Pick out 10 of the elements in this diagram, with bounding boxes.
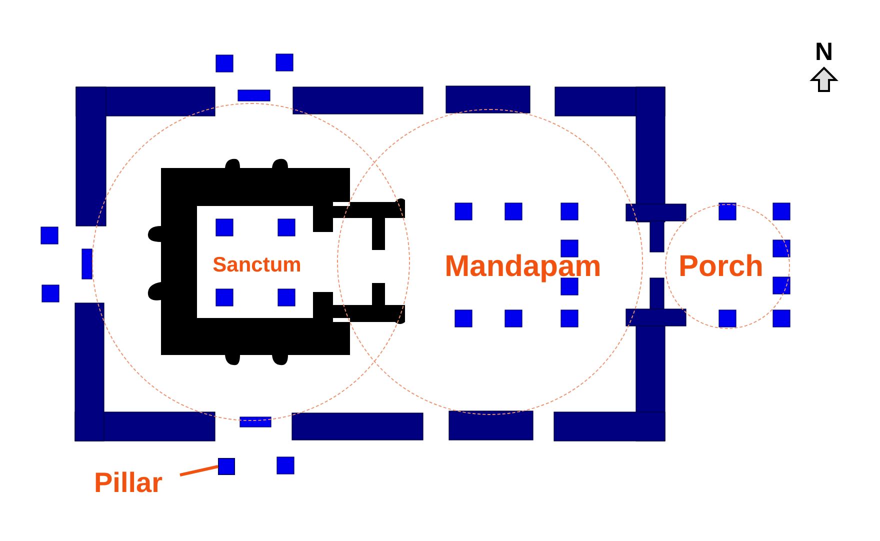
- zone-circle: [337, 109, 643, 415]
- compass-letter: N: [814, 40, 834, 65]
- zone-circle: [92, 103, 410, 421]
- room-label: Porch: [678, 252, 764, 282]
- zone-circle: [665, 204, 790, 329]
- room-label: Sanctum: [212, 254, 302, 276]
- room-label: Mandapam: [444, 252, 602, 282]
- callout-label: Pillar: [94, 469, 162, 497]
- pillar-block: [218, 458, 235, 475]
- leader-line: [180, 465, 218, 476]
